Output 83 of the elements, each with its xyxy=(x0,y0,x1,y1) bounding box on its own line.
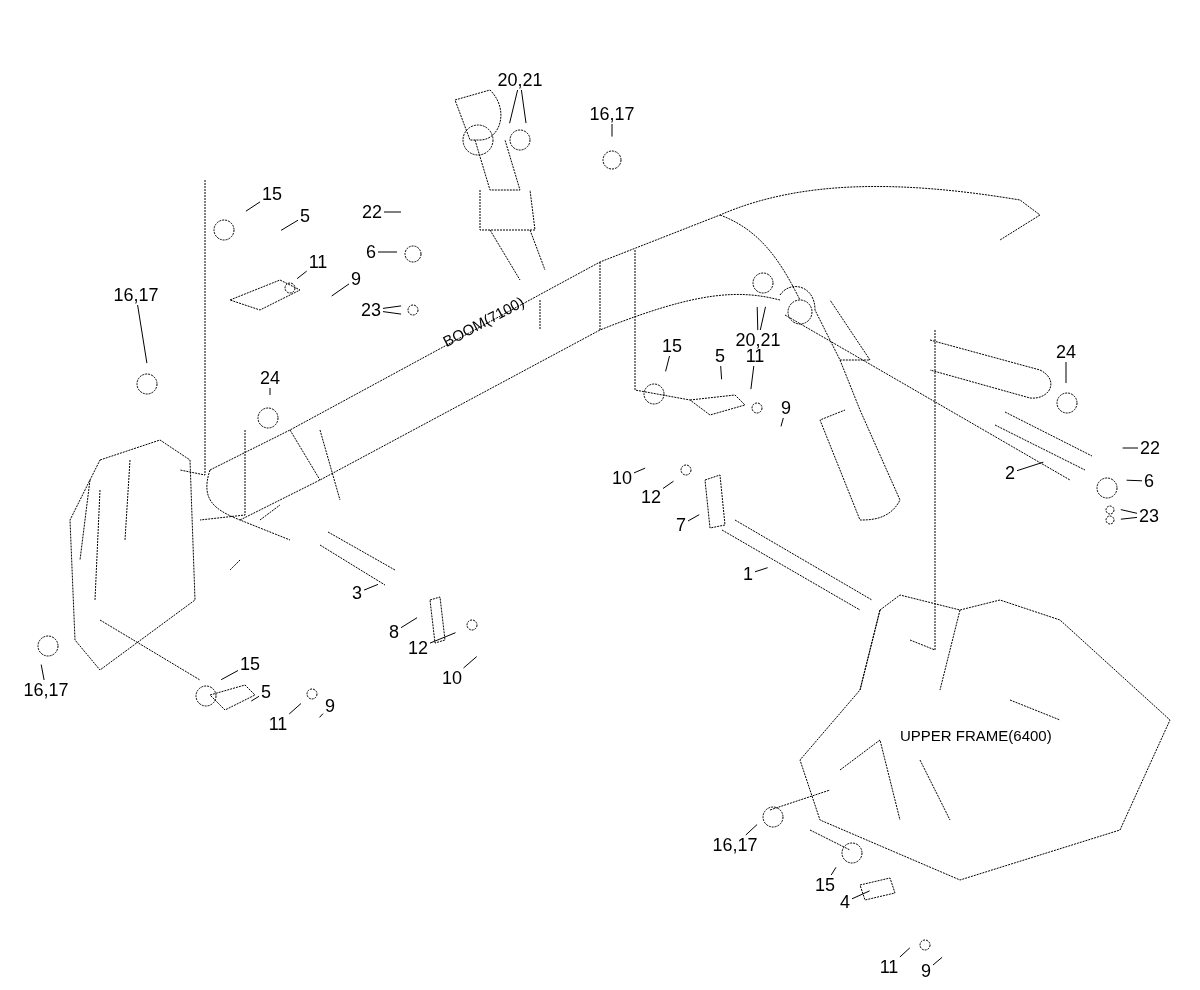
callout-number: 9 xyxy=(324,697,336,715)
leader-line xyxy=(377,251,398,253)
callout-number: 10 xyxy=(611,469,633,487)
callout-number: 11 xyxy=(744,347,766,365)
leader-line xyxy=(331,283,350,297)
leader-line xyxy=(382,311,402,315)
callout-number: 15 xyxy=(261,185,283,203)
leader-line xyxy=(1122,447,1139,449)
leader-line xyxy=(280,219,299,231)
callout-number: 22 xyxy=(1139,439,1161,457)
leader-line xyxy=(520,89,527,124)
leader-line xyxy=(250,695,260,702)
leader-line xyxy=(137,304,148,364)
leader-line xyxy=(687,514,700,522)
leader-line xyxy=(1126,479,1143,482)
callout-number: 8 xyxy=(388,623,400,641)
leader-line xyxy=(665,355,670,372)
callout-number: 9 xyxy=(780,399,792,417)
leader-line xyxy=(899,947,911,958)
leader-line xyxy=(363,583,379,591)
callout-number: 20,21 xyxy=(496,71,544,89)
leader-line xyxy=(429,632,456,644)
callout-number: 6 xyxy=(365,243,377,261)
callout-number: 11 xyxy=(307,253,329,271)
leader-line xyxy=(1065,361,1067,384)
callout-number: 6 xyxy=(1143,472,1155,490)
leader-line xyxy=(720,365,723,380)
callout-number: 4 xyxy=(839,893,851,911)
callout-number: 10 xyxy=(441,669,463,687)
callout-number: 5 xyxy=(714,347,726,365)
leader-line xyxy=(296,270,308,280)
callout-number: 23 xyxy=(360,301,382,319)
leader-line xyxy=(851,890,871,900)
callout-number: 16,17 xyxy=(588,105,636,123)
leader-line xyxy=(288,703,302,715)
leader-line xyxy=(40,664,45,681)
leader-line xyxy=(383,211,402,213)
callout-number: 12 xyxy=(640,488,662,506)
callout-number: 11 xyxy=(878,958,900,976)
callout-number: 5 xyxy=(260,683,272,701)
callout-number: 15 xyxy=(661,337,683,355)
leader-line xyxy=(780,417,784,427)
leader-line xyxy=(756,306,759,331)
callout-number: 7 xyxy=(675,516,687,534)
leader-line xyxy=(611,123,613,138)
leader-line xyxy=(319,713,324,718)
callout-number: 24 xyxy=(259,369,281,387)
part-label: UPPER FRAME(6400) xyxy=(900,727,1052,744)
callout-number: 20,21 xyxy=(734,331,782,349)
leader-line xyxy=(463,656,478,669)
leader-line xyxy=(830,866,837,876)
callout-number: 9 xyxy=(920,962,932,980)
callout-number: 11 xyxy=(267,715,289,733)
callout-number: 24 xyxy=(1055,343,1077,361)
leader-line xyxy=(633,467,646,474)
callout-number: 22 xyxy=(361,203,383,221)
callout-number: 15 xyxy=(814,876,836,894)
leader-line xyxy=(400,617,418,629)
leader-line xyxy=(382,305,402,309)
callout-number: 12 xyxy=(407,639,429,657)
leader-line xyxy=(1120,509,1138,514)
callout-number: 23 xyxy=(1138,507,1160,525)
leader-line xyxy=(754,567,769,573)
leader-line xyxy=(932,956,943,966)
leader-line xyxy=(662,480,674,489)
callout-number: 1 xyxy=(742,565,754,583)
leader-line xyxy=(1120,516,1138,520)
callout-number: 2 xyxy=(1004,464,1016,482)
leader-line xyxy=(1016,461,1044,472)
leader-line xyxy=(220,670,239,681)
leader-line xyxy=(759,306,766,331)
leader-line xyxy=(745,824,758,836)
callout-number: 16,17 xyxy=(711,836,759,854)
leader-line xyxy=(750,365,755,390)
leader-line xyxy=(269,387,271,396)
leader-line xyxy=(509,89,519,124)
leader-line xyxy=(245,201,261,212)
callout-number: 3 xyxy=(351,584,363,602)
callout-number: 16,17 xyxy=(112,286,160,304)
callout-number: 15 xyxy=(239,655,261,673)
callout-number: 9 xyxy=(350,270,362,288)
callout-number: 16,17 xyxy=(22,681,70,699)
callout-number: 5 xyxy=(299,207,311,225)
